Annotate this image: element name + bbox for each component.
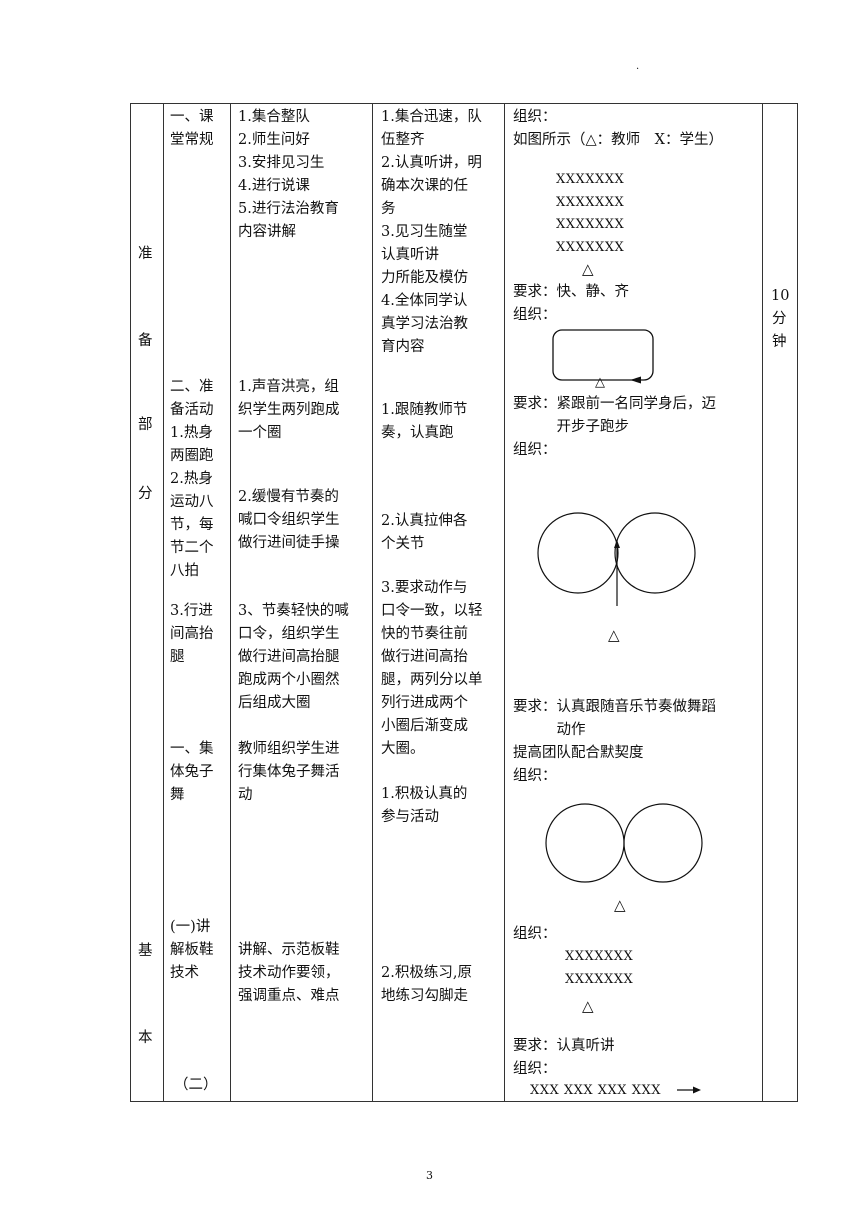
teacher-warmup-exercise: 2.缓慢有节奏的 喊口令组织学生 做行进间徒手操 bbox=[238, 489, 340, 551]
loop-teacher-marker-icon: △ bbox=[595, 375, 605, 390]
dance-right-circle-shape bbox=[623, 803, 703, 883]
running-loop-shape bbox=[552, 329, 654, 381]
table-border-2 bbox=[163, 103, 164, 1102]
requirement-1: 要求：快、静、齐 组织： bbox=[513, 284, 629, 323]
page-number: 3 bbox=[426, 1169, 433, 1182]
teacher-marker-icon: △ bbox=[582, 260, 594, 278]
table-border-3 bbox=[230, 103, 231, 1102]
teacher-board-shoes: 讲解、示范板鞋 技术动作要领， 强调重点、难点 bbox=[238, 942, 340, 1004]
table-border-4 bbox=[372, 103, 373, 1102]
section-char-6: 本 bbox=[138, 1030, 153, 1046]
duration-number: 10 bbox=[771, 288, 790, 304]
entry-arrow-icon bbox=[614, 540, 620, 548]
duration-char-1: 分 bbox=[772, 311, 787, 327]
teacher-bunny-dance: 教师组织学生进 行集体兔子舞活 动 bbox=[238, 741, 340, 803]
march-arrow-icon bbox=[693, 1086, 701, 1094]
student-routine: 1.集合迅速，队 伍整齐 2.认真听讲，明 确本次课的任 务 3.见习生随堂 认… bbox=[381, 109, 482, 355]
loop-arrow-icon bbox=[630, 376, 641, 384]
requirement-2: 要求：紧跟前一名同学身后，迈 开步子跑步 组织： bbox=[513, 396, 716, 458]
table-border-5 bbox=[504, 103, 505, 1102]
teacher-routine: 1.集合整队 2.师生问好 3.安排见习生 4.进行说课 5.进行法治教育 内容… bbox=[238, 109, 339, 240]
student-high-knee: 3.要求动作与 口令一致，以轻 快的节奏往前 做行进间高抬 腿，两列分以单 列行… bbox=[381, 580, 483, 757]
item-high-knee: 3.行进 间高抬 腿 bbox=[170, 603, 214, 665]
teacher-high-knee: 3、节奏轻快的喊 口令，组织学生 做行进间高抬腿 跑成两个小圈然 后组成大圈 bbox=[238, 603, 349, 711]
table-top-border bbox=[130, 103, 798, 104]
org-intro: 组织： 如图所示（△：教师 X：学生） bbox=[513, 109, 723, 148]
circles-teacher-marker-icon: △ bbox=[608, 626, 620, 644]
table-border-1 bbox=[130, 103, 131, 1102]
student-warmup-stretch: 2.认真拉伸各 个关节 bbox=[381, 513, 468, 552]
section-char-5: 基 bbox=[138, 943, 153, 959]
section-char-4: 分 bbox=[138, 486, 153, 502]
item-warmup: 二、准 备活动 1.热身 两圈跑 2.热身 运动八 节，每 节二个 八拍 bbox=[170, 379, 214, 579]
section-char-1: 准 bbox=[138, 246, 153, 262]
right-circle-shape bbox=[614, 512, 696, 594]
formation-four-rows: XXXXXXX XXXXXXX XXXXXXX XXXXXXX bbox=[556, 172, 625, 255]
dance-teacher-marker-icon: △ bbox=[614, 896, 626, 914]
table-bottom-border bbox=[130, 1101, 798, 1102]
board-teacher-marker-icon: △ bbox=[582, 997, 594, 1015]
section-char-3: 部 bbox=[138, 417, 153, 433]
dance-left-circle-shape bbox=[545, 803, 625, 883]
header-dot: . bbox=[636, 61, 640, 72]
duration-char-2: 钟 bbox=[772, 334, 787, 350]
student-board-shoes: 2.积极练习,原 地练习勾脚走 bbox=[381, 965, 472, 1004]
item-bunny-dance: 一、集 体兔子 舞 bbox=[170, 741, 214, 803]
item-two: （二） bbox=[174, 1077, 218, 1093]
item-routine: 一、课 堂常规 bbox=[170, 109, 214, 148]
org-board-shoes: 组织： bbox=[513, 926, 557, 942]
table-border-6 bbox=[762, 103, 763, 1102]
section-char-2: 备 bbox=[138, 333, 153, 349]
requirement-4: 要求：认真听讲 组织： bbox=[513, 1038, 615, 1077]
formation-two-rows: XXXXXXX XXXXXXX bbox=[565, 949, 634, 987]
student-bunny-dance: 1.积极认真的 参与活动 bbox=[381, 786, 468, 825]
student-warmup-run: 1.跟随教师节 奏，认真跑 bbox=[381, 402, 468, 441]
teacher-warmup-run: 1.声音洪亮，组 织学生两列跑成 一个圈 bbox=[238, 379, 340, 441]
item-board-shoes: (一)讲 解板鞋 技术 bbox=[170, 919, 214, 981]
table-border-7 bbox=[797, 103, 798, 1102]
formation-line: XXX XXX XXX XXX bbox=[530, 1083, 661, 1098]
requirement-3: 要求：认真跟随音乐节奏做舞蹈 动作 提高团队配合默契度 组织： bbox=[513, 699, 716, 784]
left-circle-shape bbox=[537, 512, 619, 594]
